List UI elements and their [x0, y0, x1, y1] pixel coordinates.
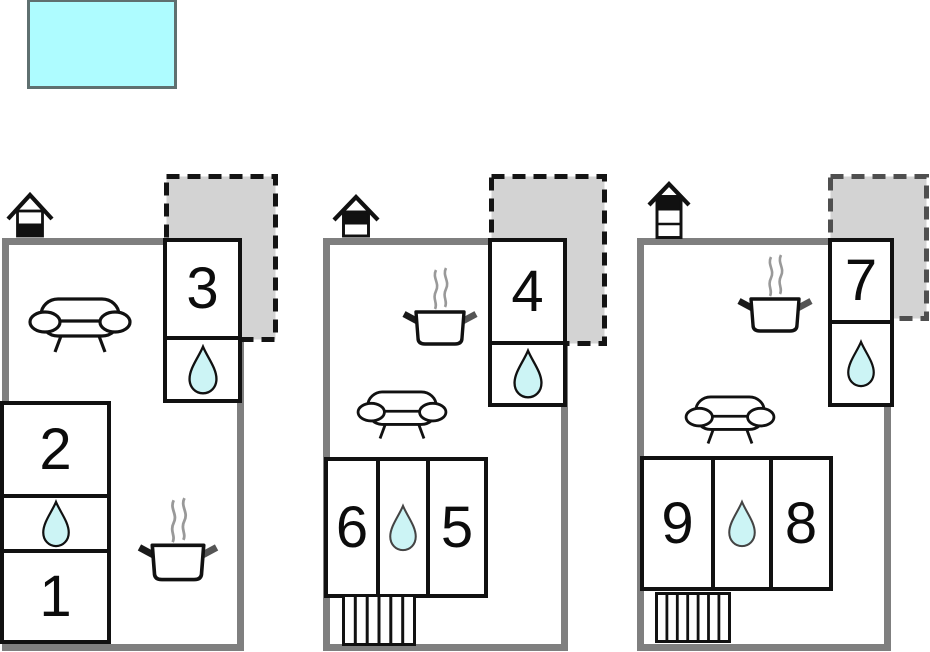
- room-3: 3: [163, 238, 242, 340]
- bathroom-unit-3-middle: [711, 456, 773, 591]
- room-9: 9: [640, 456, 715, 591]
- house-floor-indicator-icon: [647, 180, 691, 239]
- room-5: 5: [426, 457, 488, 598]
- room-6-number: 6: [335, 494, 369, 560]
- bathroom-unit-1-top: [163, 336, 242, 403]
- water-drop-icon: [847, 338, 875, 387]
- room-8: 8: [769, 456, 833, 591]
- room-5-number: 5: [440, 494, 474, 560]
- room-9-number: 9: [661, 490, 694, 556]
- water-drop-icon: [728, 498, 756, 547]
- room-6: 6: [324, 457, 380, 598]
- water-drop-icon: [41, 498, 70, 547]
- bathroom-unit-2-top: [488, 341, 567, 407]
- stairs-icon: [342, 594, 416, 646]
- bathroom-unit-3-top: [828, 320, 894, 407]
- water-drop-icon: [187, 343, 218, 394]
- water-drop-icon: [389, 502, 417, 551]
- house-floor-indicator-icon: [332, 193, 380, 238]
- swimming-pool: [27, 0, 177, 89]
- room-2-number: 2: [39, 416, 72, 482]
- unit-3-walls: [637, 238, 891, 651]
- room-2: 2: [0, 401, 111, 498]
- unit-2-walls: [323, 238, 568, 651]
- sofa-icon: [684, 395, 776, 444]
- sofa-icon: [28, 297, 132, 353]
- room-4: 4: [488, 238, 567, 345]
- bathroom-unit-1-left: [0, 494, 111, 553]
- sofa-icon: [356, 390, 448, 439]
- stove-icon: [137, 497, 219, 582]
- room-3-number: 3: [186, 256, 219, 321]
- bathroom-unit-2-middle: [376, 457, 430, 598]
- stove-icon: [402, 267, 478, 346]
- water-drop-icon: [512, 348, 543, 399]
- house-floor-indicator-icon: [6, 191, 54, 238]
- stairs-icon: [655, 592, 731, 643]
- room-7-number: 7: [844, 248, 878, 313]
- room-8-number: 8: [784, 490, 818, 556]
- room-4-number: 4: [511, 258, 544, 324]
- room-1: 1: [0, 549, 111, 644]
- room-7: 7: [828, 238, 894, 324]
- stove-icon: [737, 254, 813, 333]
- room-1-number: 1: [39, 563, 72, 629]
